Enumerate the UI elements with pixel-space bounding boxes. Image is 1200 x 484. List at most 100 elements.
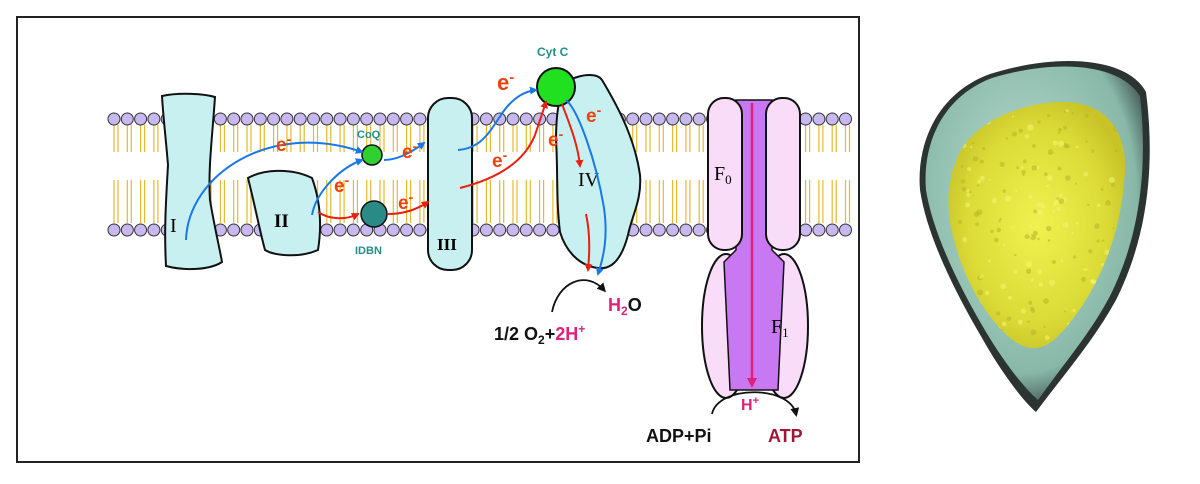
lipid-head: [307, 112, 320, 126]
cyt-c-label: Cyt C: [537, 45, 569, 59]
lipid-head: [386, 112, 400, 126]
lipid-head: [320, 223, 334, 237]
powder-speck: [1011, 115, 1015, 118]
powder-speck: [1060, 259, 1064, 263]
complex-ii-shape: [246, 169, 321, 257]
powder-speck: [1030, 329, 1037, 336]
powder-speck: [1113, 313, 1117, 317]
powder-speck: [1058, 140, 1065, 147]
lipid-head: [134, 223, 148, 237]
lipid-head: [626, 112, 640, 126]
powder-speck: [1052, 210, 1055, 213]
powder-speck: [1108, 176, 1115, 183]
powder-speck: [1014, 253, 1017, 257]
lipid-head: [360, 112, 374, 126]
powder-speck: [993, 237, 999, 243]
atp-label: ATP: [768, 426, 803, 446]
arrow-ii-to-idbn: [317, 211, 360, 221]
lipid-head: [147, 223, 161, 237]
powder-speck: [1047, 239, 1051, 242]
lipid-head: [679, 112, 693, 126]
lipid-head: [400, 223, 414, 237]
lipid-head: [825, 223, 839, 237]
lipid-head: [373, 112, 387, 126]
powder-speck: [1005, 137, 1009, 140]
powder-speck: [975, 222, 980, 227]
powder-speck: [1036, 202, 1041, 207]
arrow-iii-to-cytc-red: [459, 100, 548, 189]
powder-speck: [1044, 172, 1048, 176]
powder-speck: [1071, 232, 1074, 235]
lipid-head: [692, 223, 706, 237]
powder-speck: [1083, 171, 1089, 177]
powder-speck: [1043, 325, 1046, 329]
powder-speck: [1018, 128, 1023, 133]
powder-speck: [1027, 124, 1034, 131]
powder-speck: [1044, 335, 1050, 341]
complex-iv-shape: [554, 74, 642, 270]
powder-speck: [1057, 127, 1062, 132]
oxygen-protons-label: 1/2 O2+2H+: [494, 322, 585, 347]
powder-speck: [1047, 149, 1054, 155]
lipid-head: [134, 112, 148, 126]
idbn-sphere: [360, 200, 388, 228]
powder-speck: [1100, 187, 1104, 191]
lipid-head: [240, 112, 254, 126]
powder-speck: [1094, 223, 1100, 229]
lipid-head: [107, 112, 121, 126]
powder-speck: [1022, 159, 1027, 164]
lipid-head: [147, 112, 161, 126]
lipid-head: [120, 112, 134, 126]
powder-speck: [1024, 134, 1030, 139]
powder-pile: [948, 101, 1126, 349]
powder-speck: [1016, 166, 1020, 170]
powder-speck: [1020, 308, 1027, 314]
powder-speck: [971, 141, 975, 145]
powder-speck: [1031, 143, 1037, 149]
powder-speck: [1033, 209, 1037, 214]
powder-speck: [1057, 131, 1061, 135]
powder-speck: [1096, 203, 1101, 208]
powder-speck: [1029, 235, 1032, 238]
lipid-head: [812, 112, 826, 126]
powder-speck: [987, 259, 991, 263]
powder-speck: [1057, 166, 1062, 171]
powder-speck: [1083, 267, 1087, 271]
lipid-head: [346, 112, 360, 126]
powder-speck: [1086, 268, 1089, 271]
lipid-head: [506, 223, 520, 237]
electron-label-8: e-: [586, 102, 602, 127]
powder-speck: [979, 159, 984, 164]
powder-speck: [1071, 112, 1075, 115]
powder-speck: [1029, 225, 1033, 228]
lipid-head: [120, 223, 134, 237]
powder-speck: [996, 311, 1001, 316]
idbn-label: IDBN: [355, 245, 382, 257]
powder-speck: [999, 217, 1002, 221]
lipid-head: [825, 112, 839, 126]
complex-i-label: I: [170, 215, 177, 237]
adp-pi-label: ADP+Pi: [646, 426, 712, 446]
powder-speck: [1105, 200, 1111, 206]
powder-speck: [1073, 255, 1077, 259]
coq-label: CoQ: [357, 129, 381, 141]
powder-speck: [1045, 225, 1052, 232]
powder-speck: [991, 198, 997, 204]
lipid-head: [320, 112, 334, 126]
powder-speck: [973, 211, 980, 217]
complex-ii-label: II: [274, 211, 289, 232]
powder-speck: [1075, 221, 1079, 225]
lipid-head: [493, 223, 507, 237]
powder-speck: [1032, 230, 1038, 236]
powder-speck: [1114, 149, 1118, 153]
powder-speck: [976, 184, 980, 187]
powder-speck: [970, 145, 973, 149]
powder-speck: [958, 332, 963, 338]
powder-speck: [1036, 268, 1043, 275]
powder-speck: [965, 202, 971, 208]
lipid-head: [812, 223, 826, 237]
lipid-head: [479, 223, 493, 237]
complex-iii-label: III: [437, 235, 457, 254]
f0-right-rod: [765, 97, 801, 251]
